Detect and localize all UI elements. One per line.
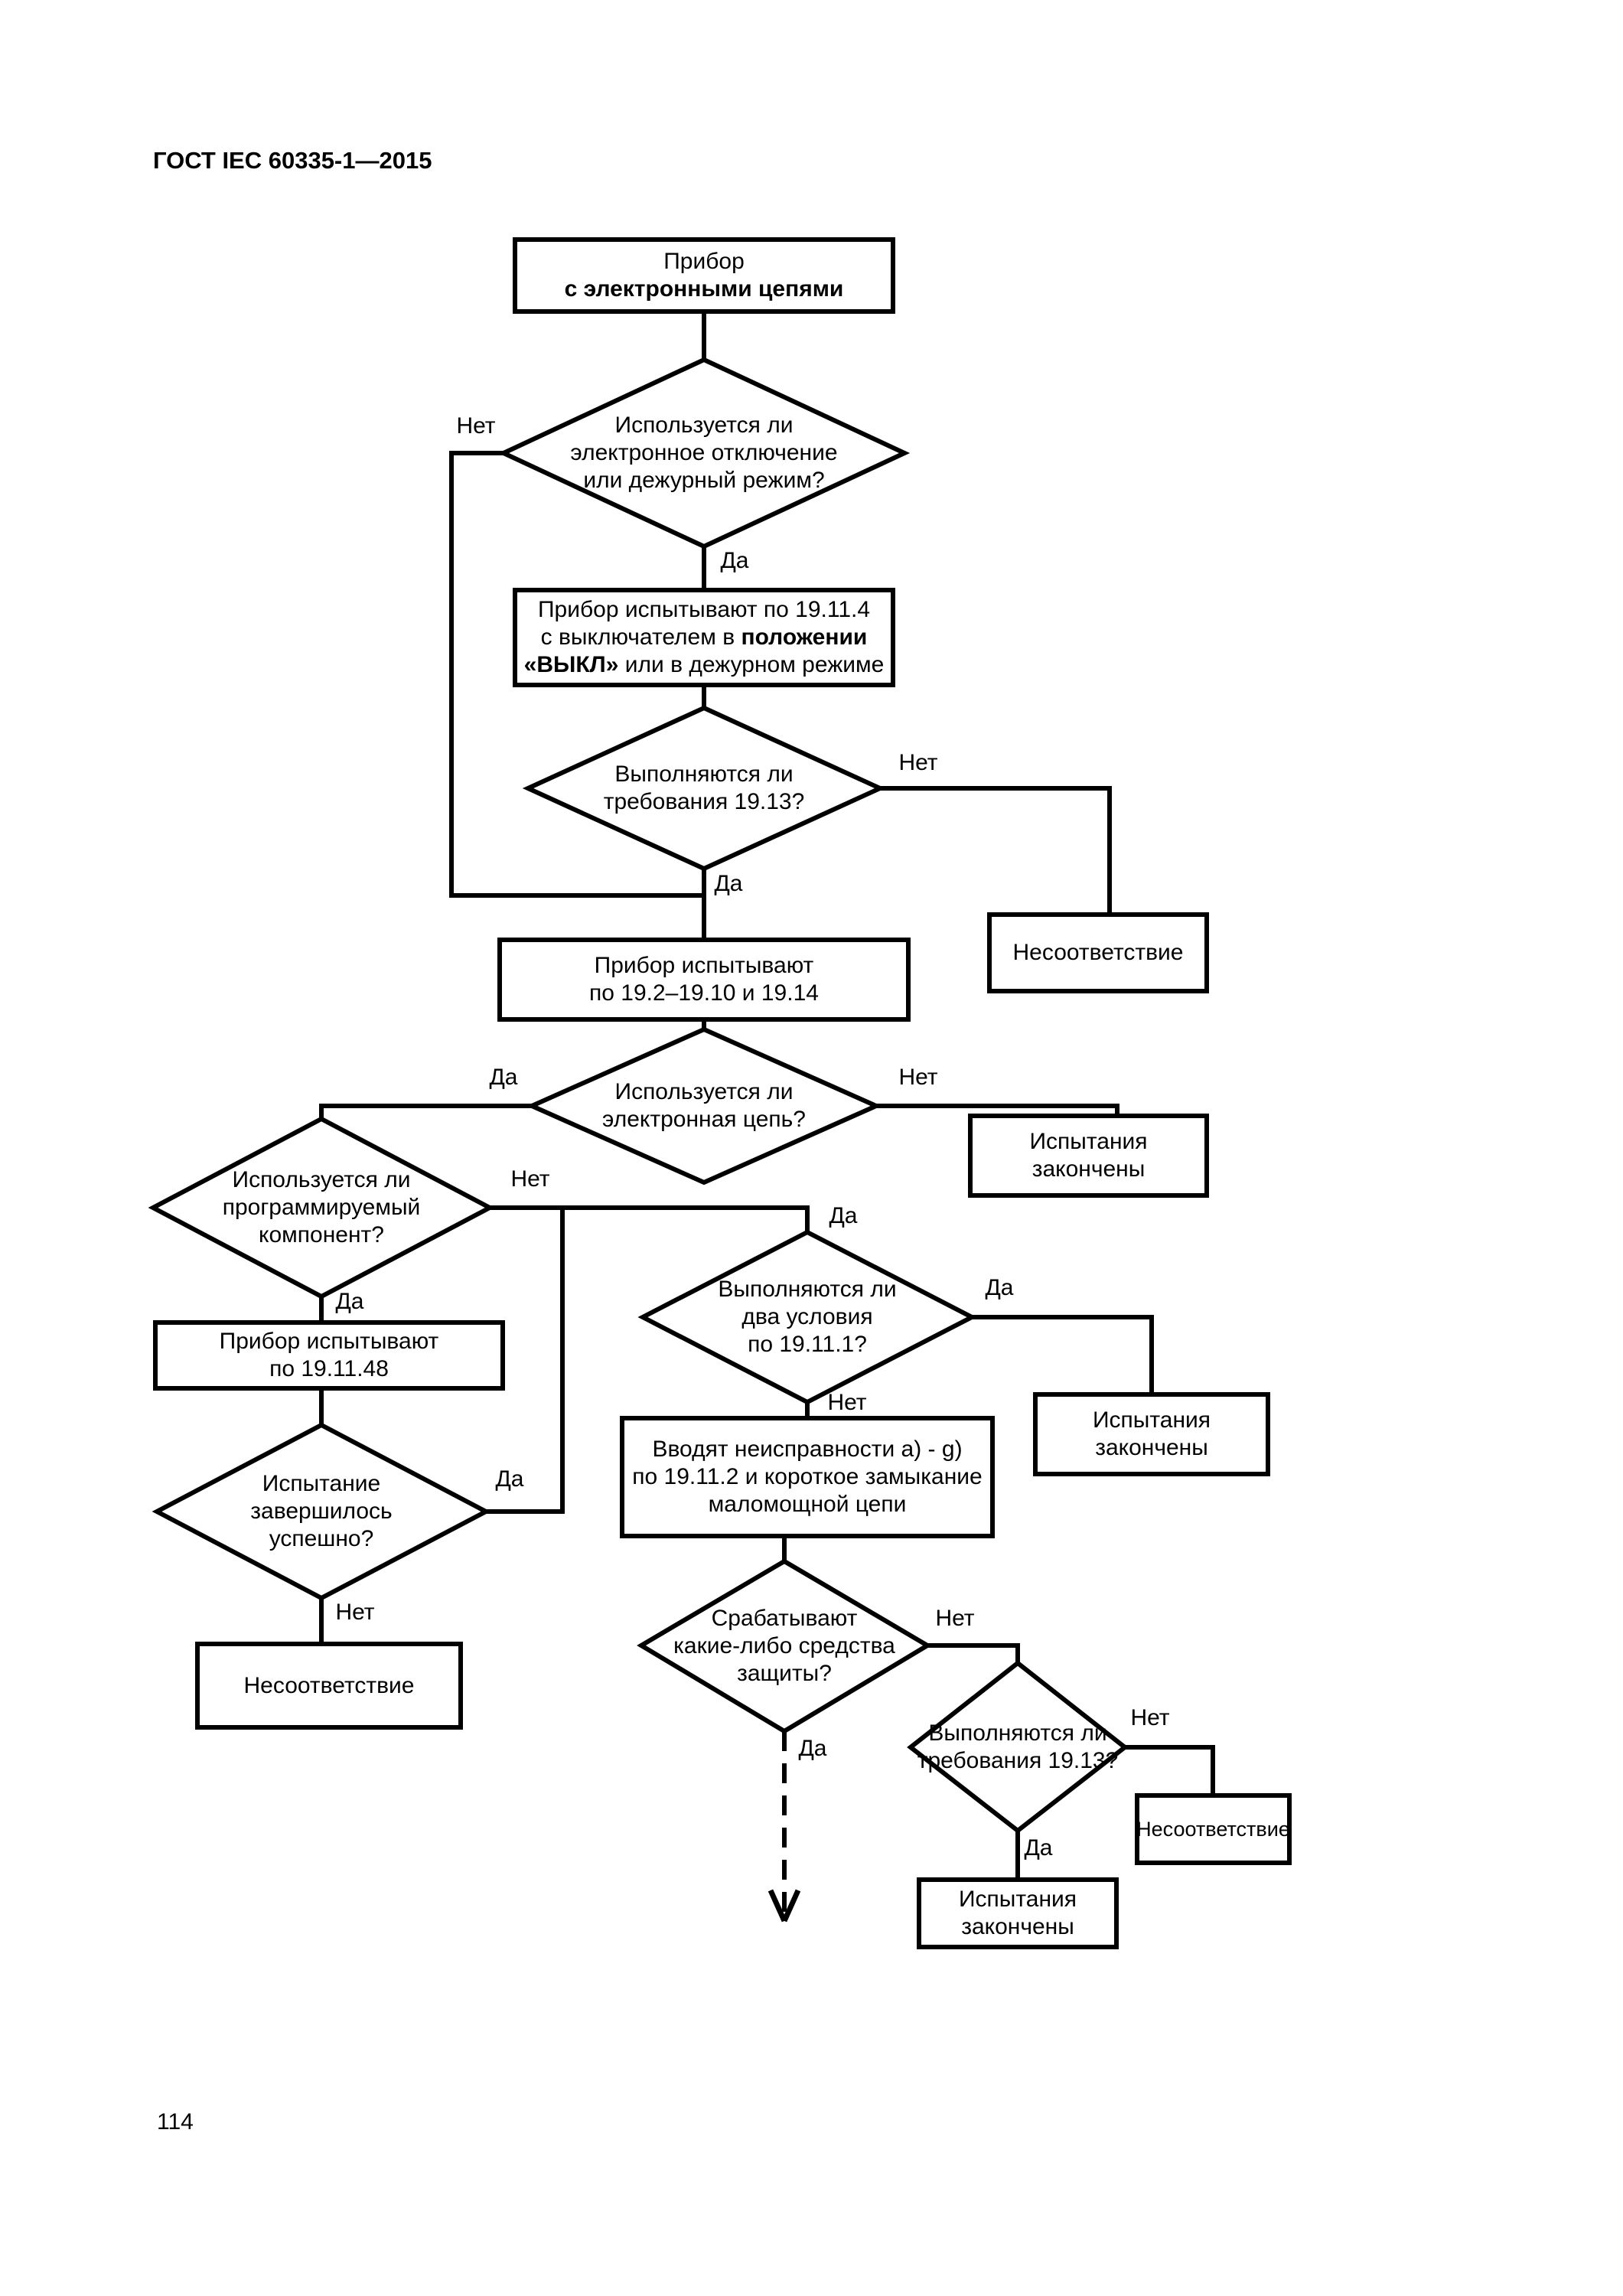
- diamond-req1913a-shape: [522, 705, 886, 872]
- page-number: 114: [157, 2109, 194, 2135]
- edge-label-junction-two-yes: Да: [829, 1203, 858, 1228]
- terminal-tests-finished-1: Испытания закончены: [968, 1114, 1209, 1198]
- edge-label-req1913a-yes: Да: [714, 871, 743, 896]
- process-introduce-faults: Вводят неисправности a) - g) по 19.11.2 …: [620, 1416, 995, 1538]
- edge-label-success-no: Нет: [335, 1600, 375, 1625]
- terminal-nonconformity-2: Несоответствие: [195, 1642, 463, 1730]
- edge-label-req1913b-no: Нет: [1130, 1705, 1170, 1730]
- connector-circuit-no: [876, 1104, 1119, 1114]
- edge-label-two-yes: Да: [985, 1275, 1014, 1300]
- arrowhead-left-stroke: [768, 1889, 787, 1923]
- connector-standby-no-loop: [449, 451, 704, 898]
- diamond-two-shape: [637, 1229, 977, 1405]
- process-test-19-11-48: Прибор испытывают по 19.11.48: [153, 1320, 505, 1391]
- connector-req1913a-no: [880, 786, 1112, 912]
- terminal-nonconformity-3: Несоответствие: [1135, 1793, 1292, 1865]
- page-header: ГОСТ IEC 60335-1—2015: [153, 147, 432, 174]
- node-start: Прибор с электронными цепями: [513, 237, 895, 314]
- connector-circuit-yes: [319, 1104, 532, 1119]
- edge-label-success-yes: Да: [495, 1466, 524, 1492]
- diamond-req1913b-shape: [907, 1660, 1129, 1834]
- process-test-19-11-4: Прибор испытывают по 19.11.4 с выключате…: [513, 588, 895, 687]
- connector-protect-no: [927, 1643, 1020, 1663]
- edge-label-protect-yes: Да: [798, 1736, 827, 1761]
- edge-label-protect-no: Нет: [935, 1606, 975, 1631]
- process-test-19-2: Прибор испытывают по 19.2–19.10 и 19.14: [497, 938, 911, 1022]
- connector-req1913b-no: [1125, 1745, 1215, 1793]
- diamond-circuit-shape: [526, 1026, 882, 1186]
- diamond-standby-shape: [497, 357, 911, 550]
- connector-success-yes-loop: [486, 1208, 565, 1514]
- terminal-tests-finished-3: Испытания закончены: [917, 1877, 1119, 1949]
- arrowhead-right-stroke: [781, 1889, 801, 1923]
- terminal-nonconformity-1: Несоответствие: [987, 912, 1209, 993]
- diamond-success-shape: [152, 1422, 491, 1601]
- edge-label-standby-no: Нет: [456, 413, 496, 439]
- edge-label-req1913a-no: Нет: [898, 750, 938, 775]
- edge-label-two-no: Нет: [827, 1390, 867, 1415]
- connector-prog-no-to-two: [490, 1205, 810, 1232]
- edge-label-circuit-yes: Да: [489, 1065, 518, 1090]
- terminal-tests-finished-2: Испытания закончены: [1033, 1392, 1270, 1476]
- edge-label-circuit-no: Нет: [898, 1065, 938, 1090]
- connector-two-yes: [972, 1315, 1154, 1392]
- diamond-prog-shape: [148, 1116, 495, 1300]
- edge-label-req1913b-yes: Да: [1024, 1835, 1053, 1861]
- edge-label-prog-no: Нет: [510, 1166, 550, 1192]
- diamond-protect-shape: [637, 1558, 932, 1734]
- edge-label-prog-yes: Да: [335, 1289, 364, 1314]
- edge-label-standby-yes: Да: [720, 548, 749, 573]
